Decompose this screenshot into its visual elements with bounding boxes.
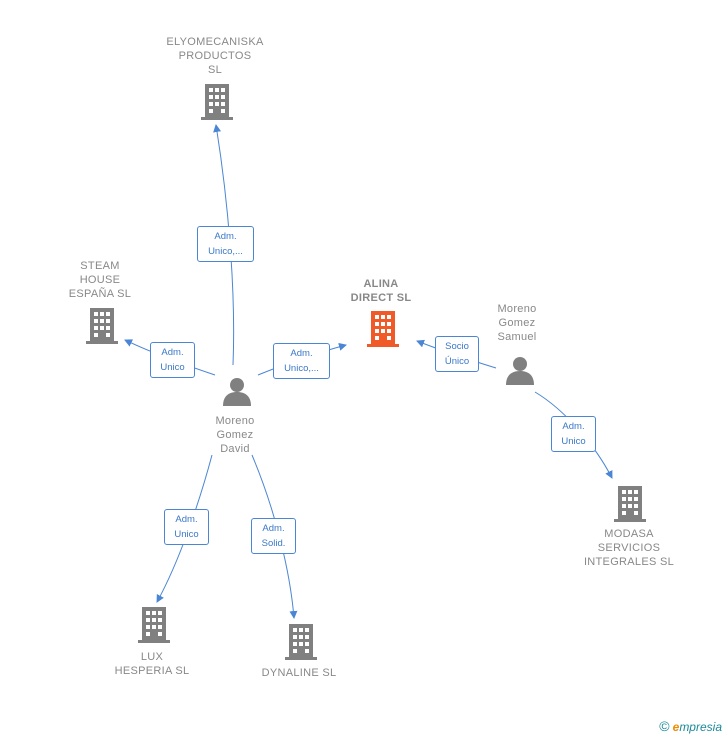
brand-e: e	[672, 720, 680, 734]
person-icon[interactable]	[222, 376, 252, 406]
node-label-dynaline: DYNALINE SL	[261, 667, 337, 679]
node-label-moreno-david: Moreno Gomez David	[215, 415, 255, 455]
edge-badge[interactable]: Adm. Unico	[551, 416, 596, 452]
empresia-watermark: ©empresia	[659, 718, 722, 734]
company-building-icon[interactable]	[285, 624, 317, 660]
node-label-steam: STEAM HOUSE ESPAÑA SL	[68, 260, 132, 300]
company-building-icon[interactable]	[86, 308, 118, 344]
copyright-icon: ©	[659, 718, 670, 734]
node-label-moreno-samuel: Moreno Gomez Samuel	[497, 303, 537, 343]
focus-company-building-icon[interactable]	[367, 311, 399, 347]
edge-badge[interactable]: Adm. Unico	[150, 342, 195, 378]
node-label-elyomecaniska: ELYOMECANISKA PRODUCTOS SL	[166, 36, 264, 76]
node-label-alina: ALINA DIRECT SL	[350, 278, 412, 304]
company-building-icon[interactable]	[614, 486, 646, 522]
edge-badge[interactable]: Adm. Unico,...	[273, 343, 330, 379]
edge-badge[interactable]: Adm. Unico,...	[197, 226, 254, 262]
person-icon[interactable]	[505, 355, 535, 385]
brand-rest: mpresia	[679, 720, 722, 734]
company-building-icon[interactable]	[201, 84, 233, 120]
edge-badge[interactable]: Adm. Solid.	[251, 518, 296, 554]
node-label-modasa: MODASA SERVICIOS INTEGRALES SL	[583, 528, 675, 568]
company-building-icon[interactable]	[138, 607, 170, 643]
node-label-lux: LUX HESPERIA SL	[114, 651, 190, 677]
edge-badge[interactable]: Socio Único	[435, 336, 479, 372]
edge-badge[interactable]: Adm. Unico	[164, 509, 209, 545]
